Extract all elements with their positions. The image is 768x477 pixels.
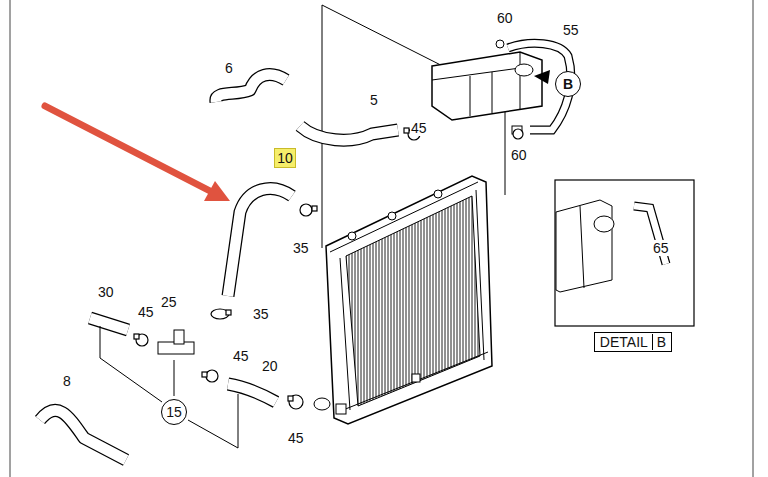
callout-number: 35 xyxy=(252,306,270,322)
callout-circle: 15 xyxy=(161,399,187,425)
callout-number: 5 xyxy=(369,92,379,108)
callout-number: 20 xyxy=(261,358,279,374)
callout-number: 35 xyxy=(292,240,310,256)
callout-number: 45 xyxy=(137,304,155,320)
node-text: DETAIL xyxy=(596,334,652,350)
callout-number: 45 xyxy=(410,120,428,136)
highlight-box: 10 xyxy=(274,148,296,168)
node-text: 15 xyxy=(166,404,182,420)
node-text: B xyxy=(652,334,670,350)
callout-number: 60 xyxy=(496,10,514,26)
callout-number: 45 xyxy=(232,348,250,364)
callout-number: 6 xyxy=(224,60,234,76)
node-text: 10 xyxy=(277,150,293,166)
callout-circle: B xyxy=(555,71,581,97)
callout-number: 65 xyxy=(652,240,670,256)
callout-number: 25 xyxy=(160,294,178,310)
detail-tag: DETAILB xyxy=(594,332,672,352)
callout-number: 8 xyxy=(62,373,72,389)
callout-number: 60 xyxy=(510,147,528,163)
callout-number: 30 xyxy=(97,284,115,300)
callout-number: 45 xyxy=(287,430,305,446)
callout-number: 55 xyxy=(562,22,580,38)
node-text: B xyxy=(563,76,573,92)
